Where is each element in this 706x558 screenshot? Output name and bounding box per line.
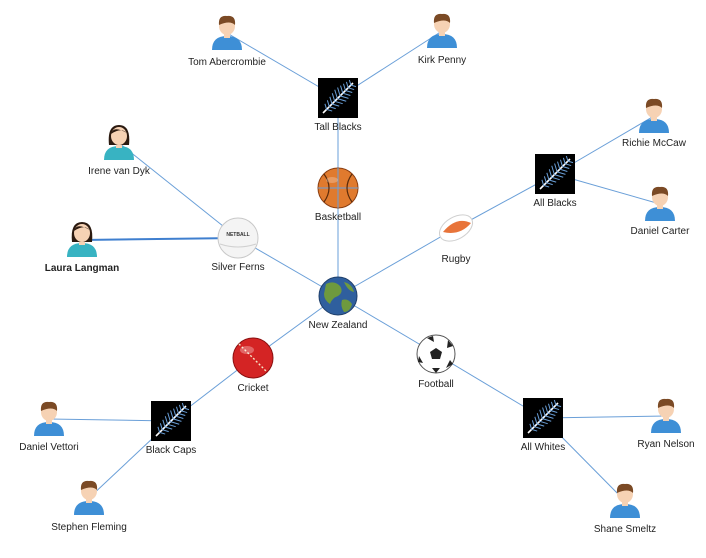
man-avatar-icon <box>74 480 104 515</box>
node-rugby[interactable]: Rugby <box>435 209 477 265</box>
node-label-irene: Irene van Dyk <box>88 166 151 177</box>
node-label-rugby: Rugby <box>442 254 471 265</box>
node-allwhites[interactable]: All Whites <box>521 398 565 453</box>
node-stephen[interactable]: Stephen Fleming <box>51 480 127 533</box>
edge-netball-laura <box>81 237 239 241</box>
node-netball[interactable]: NETBALL Silver Ferns <box>211 217 265 273</box>
basketball-icon <box>317 167 359 209</box>
rugby-ball-icon <box>438 214 474 242</box>
node-label-kirk: Kirk Penny <box>418 55 466 66</box>
man-avatar-icon <box>34 401 64 436</box>
node-football[interactable]: Football <box>416 334 456 390</box>
woman-avatar-icon <box>67 222 97 257</box>
silver-fern-icon <box>151 401 191 441</box>
cricket-ball-icon <box>232 337 274 379</box>
node-blackcaps[interactable]: Black Caps <box>146 401 197 456</box>
node-label-allblacks: All Blacks <box>533 198 576 209</box>
silver-fern-icon <box>318 78 358 118</box>
node-shane[interactable]: Shane Smeltz <box>594 483 656 535</box>
silver-fern-icon <box>523 398 563 438</box>
node-tom[interactable]: Tom Abercrombie <box>188 15 266 68</box>
man-avatar-icon <box>645 186 675 221</box>
woman-avatar-icon <box>104 125 134 160</box>
node-cricket[interactable]: Cricket <box>232 337 274 394</box>
node-label-allwhites: All Whites <box>521 442 565 453</box>
node-label-danielc: Daniel Carter <box>631 226 691 237</box>
node-label-basketball: Basketball <box>315 212 361 223</box>
node-label-richie: Richie McCaw <box>622 138 687 149</box>
man-avatar-icon <box>651 398 681 433</box>
node-tallblacks[interactable]: Tall Blacks <box>314 78 362 133</box>
node-ryan[interactable]: Ryan Nelson <box>637 398 695 450</box>
node-label-tom: Tom Abercrombie <box>188 57 266 68</box>
node-label-netball: Silver Ferns <box>211 262 264 273</box>
node-label-blackcaps: Black Caps <box>146 445 197 456</box>
node-richie[interactable]: Richie McCaw <box>622 98 687 149</box>
node-danielv[interactable]: Daniel Vettori <box>19 401 79 453</box>
node-irene[interactable]: Irene van Dyk <box>88 125 151 177</box>
node-label-stephen: Stephen Fleming <box>51 522 127 533</box>
node-label-danielv: Daniel Vettori <box>19 442 78 453</box>
node-label-football: Football <box>418 379 454 390</box>
node-allblacks[interactable]: All Blacks <box>533 154 577 209</box>
man-avatar-icon <box>427 13 457 48</box>
globe-icon <box>318 276 358 316</box>
football-icon <box>416 334 456 374</box>
silver-fern-icon <box>535 154 575 194</box>
edge-netball-irene <box>118 142 239 239</box>
node-label-cricket: Cricket <box>237 383 268 394</box>
edge-blackcaps-danielv <box>48 418 172 422</box>
edge-allwhites-ryan <box>542 415 667 419</box>
node-label-nz: New Zealand <box>309 320 368 331</box>
man-avatar-icon <box>610 483 640 518</box>
edge-nz-rugby <box>337 227 457 297</box>
netball-ball-text: NETBALL <box>226 232 249 238</box>
man-avatar-icon <box>212 15 242 50</box>
node-danielc[interactable]: Daniel Carter <box>631 186 691 237</box>
node-kirk[interactable]: Kirk Penny <box>418 13 466 66</box>
node-basketball[interactable]: Basketball <box>315 167 361 223</box>
man-avatar-icon <box>639 98 669 133</box>
netball-icon: NETBALL <box>217 217 259 259</box>
node-label-shane: Shane Smeltz <box>594 524 656 535</box>
node-nz[interactable]: New Zealand <box>309 276 368 331</box>
node-label-laura: Laura Langman <box>45 263 119 274</box>
node-laura[interactable]: Laura Langman <box>45 222 119 274</box>
node-label-ryan: Ryan Nelson <box>637 439 694 450</box>
node-label-tallblacks: Tall Blacks <box>314 122 361 133</box>
